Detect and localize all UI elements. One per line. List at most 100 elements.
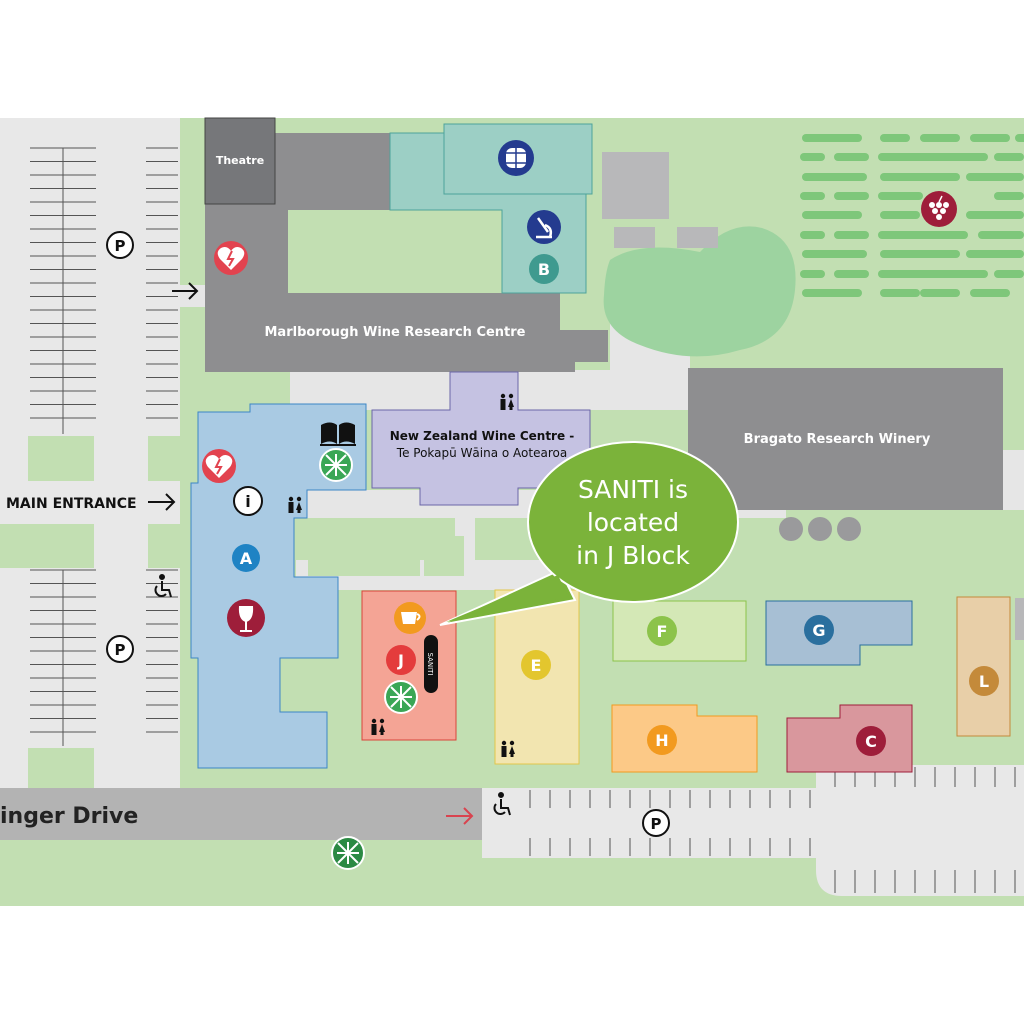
vine-row: [880, 250, 960, 258]
block-h: [611, 704, 758, 773]
arrow-icon: [172, 282, 199, 300]
vine-row: [880, 289, 920, 297]
block-c: [786, 704, 913, 773]
accessible-icon: [493, 792, 511, 816]
street-label: inger Drive: [0, 804, 138, 829]
toilets-icon: [371, 718, 385, 735]
outbuilding: [1015, 598, 1024, 640]
svg-text:J: J: [397, 651, 404, 670]
svg-text:A: A: [240, 549, 253, 568]
road: [0, 788, 482, 840]
mwrc-label: Marlborough Wine Research Centre: [265, 325, 526, 340]
vine-row: [800, 231, 825, 239]
svg-text:C: C: [865, 732, 877, 751]
outbuilding: [602, 152, 669, 219]
block-badge-c[interactable]: C: [856, 726, 886, 756]
vine-row: [834, 153, 869, 161]
vine-row: [994, 153, 1024, 161]
block-badge-f[interactable]: F: [647, 616, 677, 646]
svg-text:H: H: [655, 731, 668, 750]
toilets-icon: [288, 496, 302, 513]
arrow-icon: [148, 493, 176, 511]
svg-text:L: L: [979, 672, 989, 691]
bottom-parking-lot: [482, 765, 1024, 896]
svg-text:E: E: [531, 656, 542, 675]
vine-row: [802, 250, 867, 258]
svg-text:i: i: [245, 492, 250, 511]
vine-row: [800, 153, 825, 161]
block-b: [389, 123, 593, 294]
vine-row: [1015, 134, 1024, 142]
outbuilding: [614, 227, 655, 248]
vine-row: [802, 134, 862, 142]
defibrillator-icon: [202, 449, 236, 483]
toilets-icon: [500, 393, 514, 410]
outbuilding: [677, 227, 718, 248]
vine-row: [880, 134, 910, 142]
parking-icon: P: [106, 231, 134, 259]
vine-row: [878, 270, 988, 278]
block-badge-l[interactable]: L: [969, 666, 999, 696]
svg-text:SANITI: SANITI: [426, 652, 434, 675]
vine-row: [802, 173, 867, 181]
vine-row: [878, 231, 968, 239]
vineyard: [800, 134, 1024, 297]
pond: [603, 226, 796, 357]
info-icon: i: [233, 486, 263, 516]
svg-text:G: G: [812, 621, 825, 640]
left-parking-lot: [0, 118, 180, 788]
vine-row: [880, 173, 960, 181]
block-badge-b[interactable]: B: [529, 254, 559, 284]
vine-row: [802, 211, 862, 219]
svg-text:P: P: [651, 815, 662, 833]
vine-row: [966, 173, 1024, 181]
block-badge-j[interactable]: J: [386, 645, 416, 675]
assembly-point-icon: [331, 836, 365, 870]
bragato-label: Bragato Research Winery: [744, 432, 931, 447]
assembly-point-icon: [384, 680, 418, 714]
toilets-icon: [501, 740, 515, 757]
assembly-point-icon: [319, 448, 353, 482]
block-badge-h[interactable]: H: [647, 725, 677, 755]
nzwc-label-line1: New Zealand Wine Centre -: [390, 429, 575, 443]
vine-row: [966, 211, 1024, 219]
vine-row: [994, 192, 1024, 200]
saniti-callout: SANITI is located in J Block: [439, 441, 739, 626]
parking-icon: P: [106, 635, 134, 663]
block-badge-g[interactable]: G: [804, 615, 834, 645]
svg-text:P: P: [115, 237, 126, 255]
vine-row: [978, 231, 1024, 239]
accessible-icon: [154, 574, 172, 598]
marlborough-wine-research-centre: Theatre Marlborough Wine Research Centre: [204, 117, 608, 372]
block-badge-a[interactable]: A: [232, 544, 260, 572]
svg-text:B: B: [538, 260, 550, 279]
parking-icon: P: [642, 809, 670, 837]
microscope-icon: [527, 210, 561, 244]
new-zealand-wine-centre: New Zealand Wine Centre - Te Pokapū Wāin…: [371, 371, 591, 506]
svg-text:F: F: [657, 622, 668, 641]
saniti-sign: SANITI: [424, 635, 438, 693]
vine-row: [920, 289, 960, 297]
vine-row: [920, 134, 960, 142]
vine-row: [878, 153, 988, 161]
block-g: [765, 600, 913, 666]
vine-row: [878, 192, 923, 200]
vine-row: [880, 211, 920, 219]
nzwc-label-line2: Te Pokapū Wāina o Aotearoa: [396, 446, 567, 460]
block-badge-e[interactable]: E: [521, 650, 551, 680]
vine-row: [966, 250, 1024, 258]
defibrillator-icon: [214, 241, 248, 275]
callout-line2: located: [587, 508, 679, 537]
main-entrance-label: MAIN ENTRANCE: [6, 496, 137, 512]
vine-row: [800, 270, 825, 278]
bragato-research-winery: Bragato Research Winery: [688, 368, 1003, 541]
vine-row: [970, 289, 1010, 297]
vine-row: [834, 231, 869, 239]
barrel-icon: [498, 140, 534, 176]
vine-row: [970, 134, 1010, 142]
vine-row: [800, 192, 825, 200]
callout-line1: SANITI is: [578, 475, 688, 504]
block-f: [612, 600, 747, 662]
cafe-icon: [394, 602, 426, 634]
